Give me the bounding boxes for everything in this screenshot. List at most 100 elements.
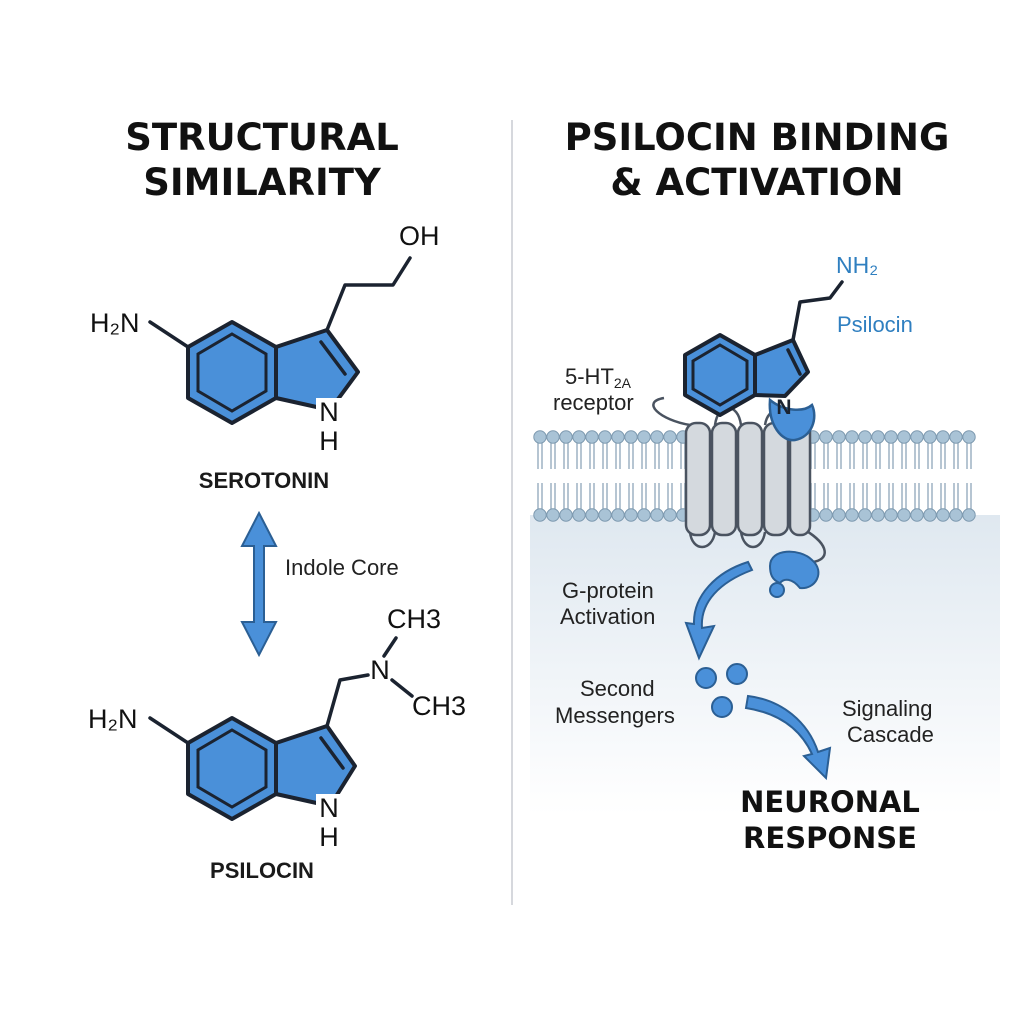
5ht2a-receptor: [684, 421, 812, 537]
serotonin-structure: H₂N OH N H: [90, 221, 440, 456]
ligand-benzene-inner: [691, 343, 749, 407]
lipid-tail: [953, 443, 959, 509]
lipid-head: [962, 430, 976, 444]
lipid-tail: [901, 443, 907, 509]
lipid-head: [949, 430, 963, 444]
lipid-head: [832, 430, 846, 444]
psilocin-methyl-top: CH3: [387, 604, 441, 634]
psilocin-benzene-inner: [196, 728, 268, 809]
serotonin-ring-n: N: [319, 397, 339, 427]
lipid-head: [611, 430, 625, 444]
receptor-helix-4: [762, 421, 790, 537]
lipid-head: [871, 430, 885, 444]
lipid-head: [884, 508, 898, 522]
lipid-head: [546, 430, 560, 444]
lipid-head: [533, 508, 547, 522]
lipid-head: [598, 508, 612, 522]
lipid-tail: [862, 443, 868, 509]
psilocin-benzene-ring: [186, 716, 278, 821]
ligand-double-bond: [786, 348, 802, 376]
lipid-tail: [641, 443, 647, 509]
lipid-head: [936, 430, 950, 444]
psilocin-methyl-bottom: CH3: [412, 691, 466, 721]
ligand-name-label: Psilocin: [837, 312, 913, 337]
messenger-dot-1: [695, 667, 717, 689]
lipid-tail: [589, 443, 595, 509]
lipid-head: [624, 430, 638, 444]
lipid-head: [572, 508, 586, 522]
serotonin-ring-h: H: [319, 426, 339, 456]
lipid-head: [923, 508, 937, 522]
lipid-tail: [836, 443, 842, 509]
serotonin-benzene-ring: [186, 320, 278, 425]
cytoplasm-region: [530, 515, 1000, 815]
serotonin-double-bond: [319, 340, 347, 376]
lipid-head: [949, 508, 963, 522]
psilocin-n-backdrop: [316, 794, 342, 820]
receptor-label-line1: 5-HT2A: [565, 364, 632, 391]
psilocin-methyl-bond-bottom: [390, 678, 414, 698]
right-title-line2: & ACTIVATION: [610, 161, 903, 204]
psilocin-name: PSILOCIN: [210, 858, 314, 883]
left-title-line2: SIMILARITY: [143, 161, 382, 204]
lipid-head: [546, 508, 560, 522]
lipid-tail: [654, 443, 660, 509]
psilocin-amine-label: H₂N: [88, 704, 137, 734]
lipid-tail: [940, 443, 946, 509]
lipid-head: [910, 508, 924, 522]
lipid-head: [936, 508, 950, 522]
second-messengers-line2: Messengers: [555, 703, 675, 728]
messenger-dot-2: [726, 663, 748, 685]
lipid-tail: [680, 443, 686, 509]
lipid-tail: [875, 443, 881, 509]
lipid-head: [572, 430, 586, 444]
lipid-tail: [849, 443, 855, 509]
lipid-head: [962, 508, 976, 522]
second-messengers-line1: Second: [580, 676, 655, 701]
lipid-head: [663, 430, 677, 444]
lipid-head: [559, 508, 573, 522]
serotonin-benzene-inner: [196, 332, 268, 413]
serotonin-hydroxyl-label: OH: [399, 221, 440, 251]
g-protein-body: [768, 550, 820, 590]
lipid-tail: [576, 443, 582, 509]
receptor-helix-1: [684, 421, 712, 537]
receptor-c-terminus: [804, 528, 826, 564]
psilocin-ring-n: N: [319, 793, 339, 823]
psilocin-methyl-bond-top: [382, 636, 398, 658]
lipid-tail: [550, 443, 556, 509]
serotonin-name: SEROTONIN: [199, 468, 329, 493]
lipid-head: [845, 508, 859, 522]
lipid-tail: [628, 443, 634, 509]
neuronal-response-line1: NEURONAL: [740, 785, 920, 819]
lipid-tail: [602, 443, 608, 509]
lipid-head: [624, 508, 638, 522]
lipid-head: [819, 508, 833, 522]
psilocin-pyrrole-ring: [274, 724, 357, 808]
lipid-head: [897, 430, 911, 444]
lipid-head: [598, 430, 612, 444]
cascade-arrow: [744, 694, 832, 781]
neuronal-response-line2: RESPONSE: [743, 821, 917, 855]
indole-core-label: Indole Core: [285, 555, 399, 580]
lipid-head: [858, 508, 872, 522]
receptor-binding-pocket: [768, 397, 816, 442]
lipid-head: [910, 430, 924, 444]
g-protein-subunit: [769, 582, 785, 598]
receptor-intracellular-loop-2: [739, 531, 767, 549]
lipid-head: [533, 430, 547, 444]
bound-psilocin-ligand: [683, 280, 844, 417]
lipid-tail: [888, 443, 894, 509]
ligand-benzene-ring: [683, 333, 757, 417]
activation-arrow: [684, 560, 754, 661]
serotonin-amine-bond: [148, 320, 190, 349]
lipid-tail: [537, 443, 543, 509]
lipid-head: [884, 430, 898, 444]
ligand-amine-label: NH₂: [836, 252, 878, 278]
lipid-tail: [563, 443, 569, 509]
ligand-n-atom: N: [776, 396, 791, 419]
psilocin-n-atom: N: [370, 655, 390, 685]
lipid-head: [585, 430, 599, 444]
lipid-head: [819, 430, 833, 444]
